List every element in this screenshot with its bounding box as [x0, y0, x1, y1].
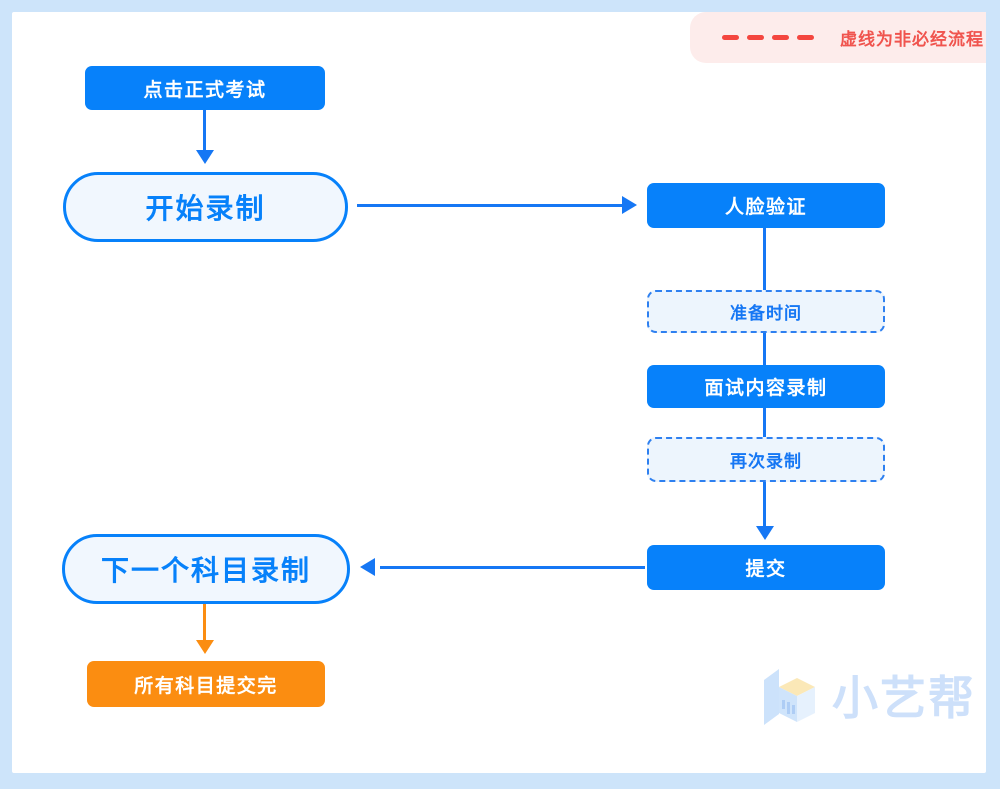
node-all-subjects-submitted: 所有科目提交完	[87, 661, 325, 707]
node-interview-recording: 面试内容录制	[647, 365, 885, 408]
legend-dash	[722, 35, 739, 40]
dashed-line-sample	[722, 35, 814, 40]
legend-dash	[747, 35, 764, 40]
arrowhead-right-icon	[622, 196, 637, 214]
brand-watermark: 小艺帮	[756, 664, 976, 732]
legend-dash	[797, 35, 814, 40]
legend-dash	[772, 35, 789, 40]
connector-rerecord-to-submit	[763, 482, 766, 528]
brand-name: 小艺帮	[832, 672, 976, 724]
node-start-recording: 开始录制	[63, 172, 348, 242]
connector-interview-to-rerecord	[763, 408, 766, 437]
arrowhead-down-icon	[196, 150, 214, 164]
connector-prep-to-interview	[763, 333, 766, 365]
arrowhead-left-icon	[360, 558, 375, 576]
node-submit: 提交	[647, 545, 885, 590]
node-preparation-time: 准备时间	[647, 290, 885, 333]
arrowhead-down-icon	[756, 526, 774, 540]
node-next-subject-recording: 下一个科目录制	[62, 534, 350, 604]
arrowhead-down-orange-icon	[196, 640, 214, 654]
connector-next-to-done	[203, 604, 206, 642]
node-click-formal-exam: 点击正式考试	[85, 66, 325, 110]
connector-submit-to-next	[380, 566, 645, 569]
legend-label: 虚线为非必经流程	[840, 30, 984, 49]
node-face-verification: 人脸验证	[647, 183, 885, 228]
connector-start-to-face	[357, 204, 623, 207]
connector-face-to-prep	[763, 228, 766, 290]
xiaoyibang-cube-icon	[764, 669, 815, 725]
connector-exam-to-start	[203, 110, 206, 152]
node-re-recording: 再次录制	[647, 437, 885, 482]
legend: 虚线为非必经流程	[690, 12, 986, 63]
